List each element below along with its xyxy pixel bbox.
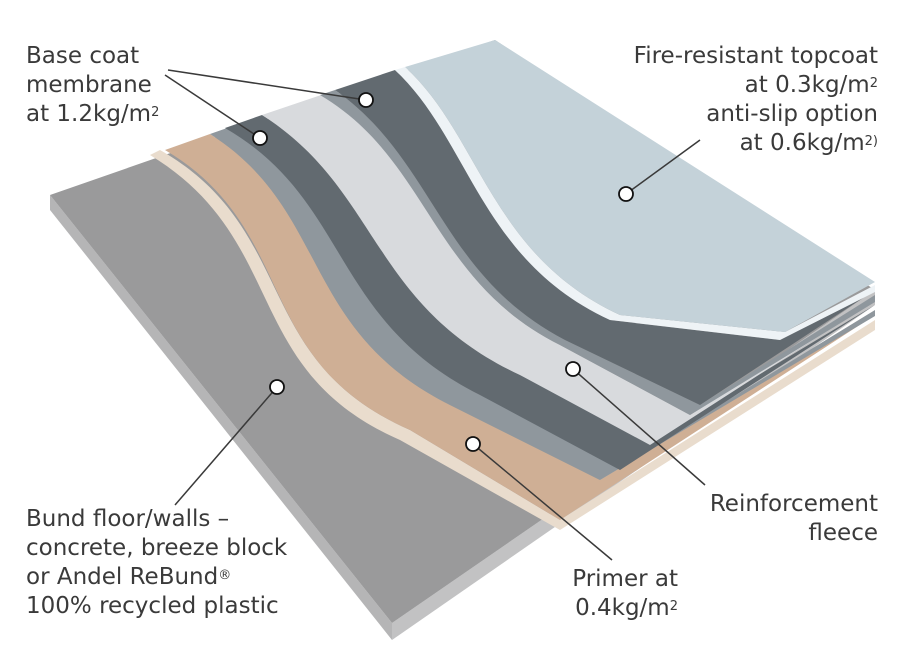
label-fleece-line2: fleece: [808, 520, 878, 546]
label-bund: Bund floor/walls – concrete, breeze bloc…: [26, 505, 287, 621]
topcoat-layer-edge: [395, 67, 875, 340]
concrete-slab-front: [50, 195, 392, 640]
label-fleece-line1: Reinforcement: [709, 491, 878, 517]
label-base-coat: Base coat membrane at 1.2kg/m2: [26, 42, 159, 129]
label-bund-line1: Bund floor/walls –: [26, 506, 230, 532]
topcoat-layer: [405, 40, 875, 332]
marker-bund: [269, 379, 285, 395]
marker-topcoat: [618, 186, 634, 202]
marker-base-coat-upper: [358, 92, 374, 108]
leader-fleece: [572, 368, 706, 486]
label-base-coat-line2: membrane: [26, 72, 152, 98]
label-topcoat-rate: at 0.3kg/m2: [744, 72, 878, 98]
marker-primer: [465, 436, 481, 452]
label-base-coat-line1: Base coat: [26, 43, 140, 69]
leader-lines: [164, 69, 706, 561]
base-coat-membrane-upper: [335, 70, 875, 405]
base-coat-membrane-lower: [225, 115, 875, 470]
leader-bund: [174, 386, 278, 506]
label-primer: Primer at 0.4kg/m2: [572, 565, 678, 623]
base-coat-membrane-lower-edge: [210, 127, 875, 480]
label-primer-rate: 0.4kg/m2: [575, 595, 678, 621]
leader-base-coat-lower: [164, 74, 261, 139]
marker-fleece: [565, 361, 581, 377]
leader-primer: [472, 443, 613, 561]
leader-topcoat: [625, 139, 701, 195]
label-fleece: Reinforcement fleece: [710, 490, 878, 548]
primer-layer: [165, 134, 875, 520]
label-primer-line1: Primer at: [572, 566, 678, 592]
label-topcoat: Fire-resistant topcoat at 0.3kg/m2 anti-…: [634, 42, 878, 158]
label-bund-line3: or Andel ReBund®: [26, 564, 232, 590]
label-topcoat-option-rate: at 0.6kg/m2): [739, 130, 878, 156]
label-base-coat-rate: at 1.2kg/m2: [26, 101, 160, 127]
label-bund-line2: concrete, breeze block: [26, 535, 288, 561]
leader-base-coat-upper: [167, 69, 367, 101]
label-bund-line4: 100% recycled plastic: [26, 593, 279, 619]
primer-layer-edge: [150, 150, 875, 530]
marker-base-coat-lower: [252, 130, 268, 146]
label-topcoat-option: anti-slip option: [706, 101, 878, 127]
label-topcoat-title: Fire-resistant topcoat: [633, 43, 878, 69]
